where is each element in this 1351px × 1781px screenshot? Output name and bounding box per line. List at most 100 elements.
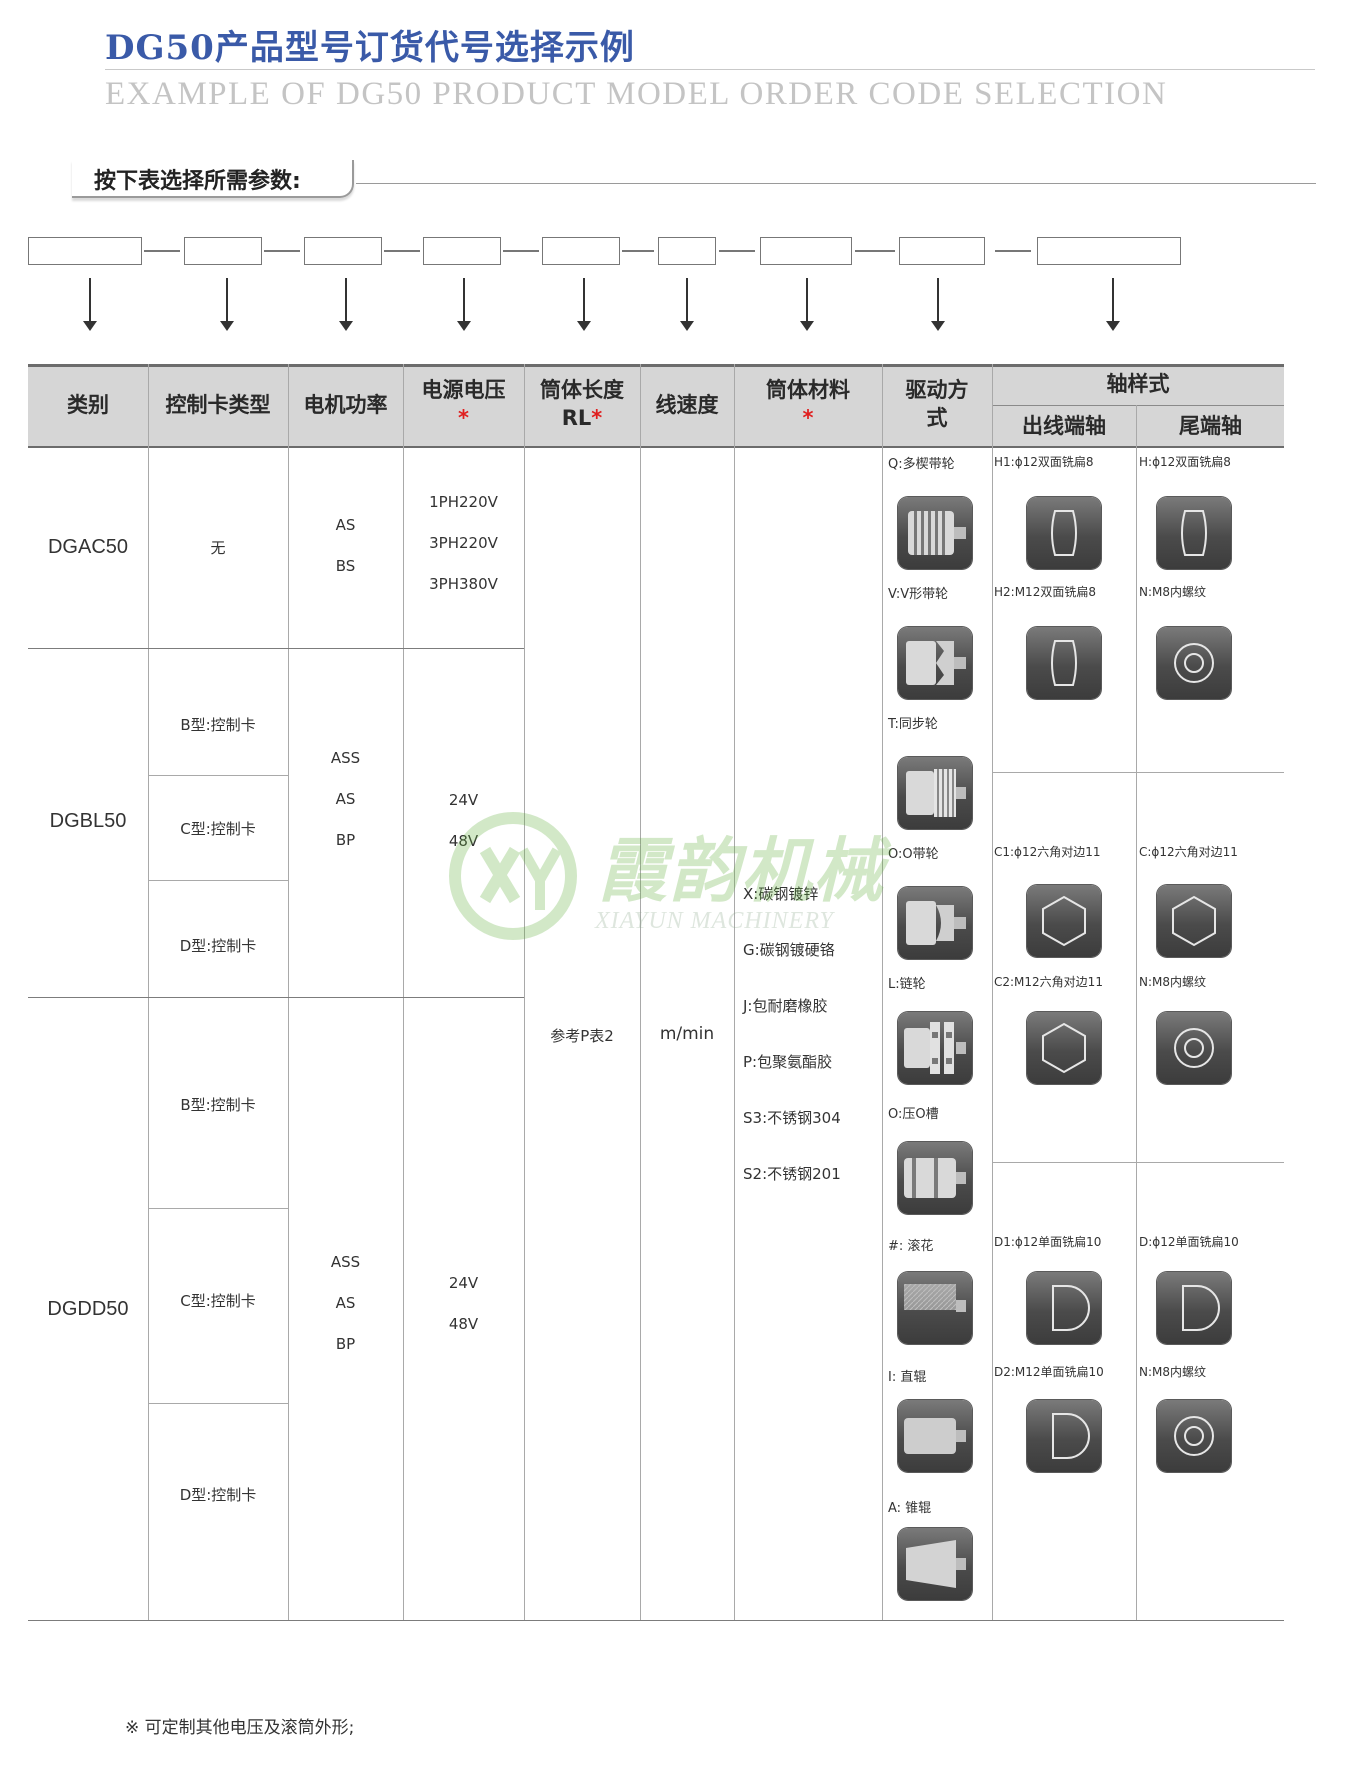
- power-value: AS: [335, 516, 356, 534]
- tapered-roller-icon[interactable]: [898, 1528, 972, 1600]
- internal-thread-icon[interactable]: [1157, 1400, 1231, 1472]
- down-arrow-icon: [457, 278, 471, 331]
- drive-option-label: Q:多楔带轮: [888, 457, 955, 472]
- internal-thread-icon[interactable]: [1157, 627, 1231, 699]
- section-divider: [356, 183, 1316, 184]
- material-item: J:包耐磨橡胶: [743, 997, 828, 1015]
- o-groove-roller-icon[interactable]: [898, 1142, 972, 1214]
- header-material: 筒体材料 *: [734, 376, 882, 432]
- power-value: ASS: [330, 1253, 361, 1271]
- voltage-value: 1PH220V: [429, 493, 498, 511]
- multi-groove-pulley-icon[interactable]: [898, 497, 972, 569]
- shaft-out-label: H2:M12双面铣扁8: [994, 585, 1096, 599]
- header-voltage: 电源电压 *: [403, 376, 524, 432]
- code-dash: [995, 250, 1031, 252]
- o-belt-pulley-icon[interactable]: [898, 887, 972, 959]
- code-dash: [144, 250, 180, 252]
- code-dash: [503, 250, 539, 252]
- down-arrow-icon: [1106, 278, 1120, 331]
- header-shaft-divider: [992, 405, 1284, 406]
- power-group-ac: AS BS: [288, 505, 403, 587]
- power-value: ASS: [330, 749, 361, 767]
- code-dash: [384, 250, 420, 252]
- straight-roller-icon[interactable]: [898, 1400, 972, 1472]
- drive-option-label: O:O带轮: [888, 847, 939, 862]
- required-star: *: [802, 406, 814, 430]
- material-item: P:包聚氨酯胶: [743, 1053, 833, 1071]
- shaft-out-label: C1:ϕ12六角对边11: [994, 845, 1101, 859]
- row-divider: [148, 1208, 288, 1209]
- shaft-tail-label: D:ϕ12单面铣扁10: [1139, 1235, 1239, 1249]
- power-group-dd: ASS AS BP: [288, 1242, 403, 1365]
- power-group-bl: ASS AS BP: [288, 738, 403, 861]
- required-star: *: [458, 406, 469, 430]
- code-box-drive[interactable]: [899, 237, 985, 265]
- v-belt-pulley-icon[interactable]: [898, 627, 972, 699]
- hexagon-shaft-icon[interactable]: [1027, 1012, 1101, 1084]
- down-arrow-icon: [83, 278, 97, 331]
- table-header-top-rule: [28, 364, 1284, 367]
- code-box-motor-power[interactable]: [304, 237, 382, 265]
- grid-line: [288, 364, 289, 1620]
- hexagon-shaft-icon[interactable]: [1027, 885, 1101, 957]
- down-arrow-icon: [220, 278, 234, 331]
- code-box-control-card[interactable]: [184, 237, 262, 265]
- voltage-group-ac: 1PH220V 3PH220V 3PH380V: [403, 482, 524, 605]
- hexagon-shaft-icon[interactable]: [1157, 885, 1231, 957]
- drive-option-label: I: 直辊: [888, 1370, 927, 1385]
- code-box-shaft[interactable]: [1037, 237, 1181, 265]
- header-drive: 驱动方 式: [882, 376, 992, 432]
- material-item: S2:不锈钢201: [743, 1165, 841, 1183]
- internal-thread-icon[interactable]: [1157, 1012, 1231, 1084]
- row-divider: [28, 997, 524, 998]
- page-title: DG50产品型号订货代号选择示例: [105, 28, 635, 68]
- sprocket-icon[interactable]: [898, 1012, 972, 1084]
- material-item: G:碳钢镀硬铬: [743, 941, 835, 959]
- row-divider: [992, 1162, 1284, 1163]
- voltage-value: 24V: [448, 1274, 479, 1292]
- shaft-tail-label: N:M8内螺纹: [1139, 975, 1207, 989]
- flat-double-shaft-icon[interactable]: [1157, 497, 1231, 569]
- code-box-speed[interactable]: [658, 237, 716, 265]
- voltage-value: 48V: [448, 1315, 479, 1333]
- code-dash: [719, 250, 755, 252]
- flat-double-shaft-icon[interactable]: [1027, 497, 1101, 569]
- header-speed: 线速度: [655, 393, 719, 417]
- drive-option-label: #: 滚花: [888, 1239, 934, 1254]
- category-cell: DGAC50: [47, 536, 129, 558]
- power-value: BP: [335, 831, 356, 849]
- single-flat-shaft-icon[interactable]: [1027, 1272, 1101, 1344]
- power-value: BS: [335, 557, 356, 575]
- shaft-tail-label: C:ϕ12六角对边11: [1139, 845, 1238, 859]
- grid-line: [992, 364, 993, 1620]
- timing-pulley-icon[interactable]: [898, 757, 972, 829]
- code-box-category[interactable]: [28, 237, 142, 265]
- down-arrow-icon: [931, 278, 945, 331]
- header-category: 类别: [67, 393, 109, 417]
- row-divider: [148, 1403, 288, 1404]
- category-cell: DGDD50: [47, 1298, 129, 1320]
- header-length-text: 筒体长度: [540, 378, 624, 402]
- code-box-voltage[interactable]: [423, 237, 501, 265]
- table-header-bottom-rule: [28, 446, 1284, 448]
- power-value: AS: [335, 790, 356, 808]
- control-card-cell: C型:控制卡: [180, 820, 256, 838]
- voltage-value: 48V: [448, 832, 479, 850]
- header-material-text: 筒体材料: [766, 378, 850, 402]
- power-value: AS: [335, 1294, 356, 1312]
- knurled-roller-icon[interactable]: [898, 1272, 972, 1344]
- flat-double-shaft-icon[interactable]: [1027, 627, 1101, 699]
- code-box-length[interactable]: [542, 237, 620, 265]
- single-flat-shaft-icon[interactable]: [1157, 1272, 1231, 1344]
- speed-cell: m/min: [659, 1024, 715, 1044]
- drive-option-label: V:V形带轮: [888, 587, 949, 602]
- watermark-text-cn: 霞韵机械: [597, 830, 885, 912]
- grid-line: [1136, 405, 1137, 1620]
- code-box-material[interactable]: [760, 237, 852, 265]
- down-arrow-icon: [680, 278, 694, 331]
- single-flat-shaft-icon[interactable]: [1027, 1400, 1101, 1472]
- voltage-group-bl: 24V 48V: [403, 780, 524, 862]
- header-motor-power: 电机功率: [303, 393, 388, 417]
- shaft-out-label: H1:ϕ12双面铣扁8: [994, 455, 1094, 469]
- category-cell: DGBL50: [49, 810, 127, 832]
